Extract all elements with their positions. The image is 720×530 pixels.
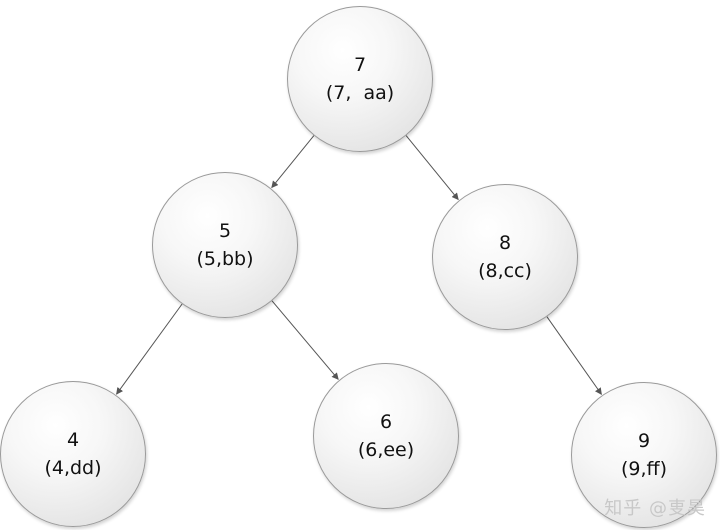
edge-n5-n4	[116, 303, 183, 395]
node-pair: (6,ee)	[357, 439, 415, 461]
node-8: 8 (8,cc)	[432, 184, 578, 330]
edge-n7-n8	[405, 135, 459, 201]
node-pair: (8,cc)	[478, 260, 532, 282]
node-4: 4 (4,dd)	[0, 381, 146, 527]
node-pair: (4,dd)	[44, 457, 102, 479]
node-key: 4	[66, 429, 80, 451]
node-key: 6	[379, 411, 393, 433]
node-7: 7 (7, aa)	[287, 6, 433, 152]
node-key: 8	[498, 232, 512, 254]
node-key: 7	[353, 54, 367, 76]
node-6: 6 (6,ee)	[313, 363, 459, 509]
node-pair: (9,ff)	[620, 458, 668, 480]
edge-n7-n5	[271, 135, 315, 189]
watermark-text: 知乎 @叓昊	[604, 498, 706, 519]
node-9: 9 (9,ff)	[571, 382, 717, 528]
node-pair: (7, aa)	[325, 82, 395, 104]
edge-n8-n9	[546, 316, 602, 395]
edge-n5-n6	[271, 300, 339, 380]
node-key: 5	[218, 220, 232, 242]
node-key: 9	[637, 430, 651, 452]
node-5: 5 (5,bb)	[152, 172, 298, 318]
node-pair: (5,bb)	[196, 248, 254, 270]
